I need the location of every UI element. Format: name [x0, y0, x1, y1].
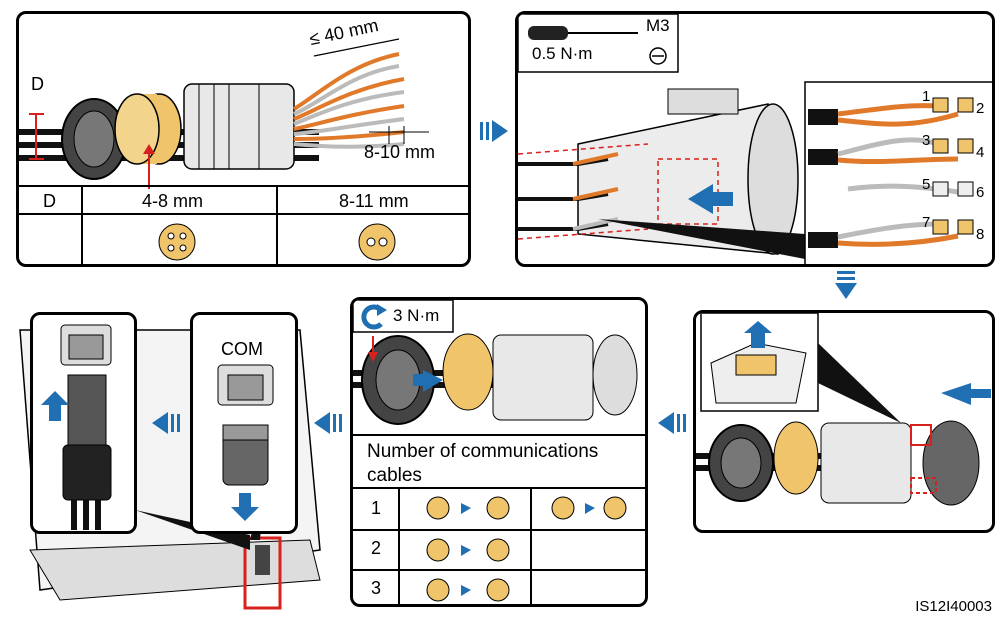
screw-torque-label: 0.5 N·m	[532, 44, 593, 63]
connector-mating-illustration	[41, 324, 112, 530]
seal-2-hole-icon	[358, 223, 396, 261]
wire-insertion-illustration	[518, 14, 992, 264]
pin-label-1: 1	[922, 88, 931, 105]
figure-id: IS12I40003	[915, 598, 992, 615]
pin-label-2: 2	[976, 100, 985, 117]
diameter-label: D	[31, 74, 44, 94]
step-arrow-left-icon-1	[656, 410, 686, 441]
table-col-8-11: 8-11 mm	[339, 191, 409, 211]
panel-com-port: COM	[190, 312, 298, 534]
pin-label-6: 6	[976, 184, 985, 201]
panel-tighten-cap: 3 N·m Number of communications cables 1 …	[350, 297, 648, 607]
seal-4-hole-icon	[158, 223, 196, 261]
step-arrow-right-icon	[480, 118, 510, 149]
row-label-1: 1	[371, 498, 382, 518]
screwdriver-size-label: M3	[646, 16, 670, 35]
panel-assemble-housing	[693, 310, 995, 533]
com-connector-illustration	[217, 364, 274, 521]
pin-label-4: 4	[976, 144, 985, 161]
row-label-2: 2	[371, 538, 382, 558]
seal-row-2-icons	[426, 538, 510, 562]
pin-label-5: 5	[922, 176, 931, 193]
housing-assembly-illustration	[696, 313, 991, 506]
cap-torque-label: 3 N·m	[393, 306, 440, 325]
cable-count-title: Number of communications cables	[367, 441, 599, 486]
torque-rotate-icon	[361, 304, 387, 330]
pin-label-3: 3	[922, 132, 931, 149]
panel-strip-cable: D ≤ 40 mm 8-10 mm D 4-8 mm 8-11 mm	[16, 11, 471, 267]
pin-label-7: 7	[922, 214, 931, 231]
panel-crimp-wires: M3 0.5 N·m 1 2 3 4 5 6 7 8	[515, 11, 995, 267]
row-label-3: 3	[371, 578, 382, 598]
cable-strip-illustration	[19, 38, 468, 264]
step-arrow-left-icon-2	[312, 410, 342, 441]
com-port-label: COM	[221, 339, 263, 359]
tighten-illustration	[353, 300, 645, 604]
table-col-4-8: 4-8 mm	[142, 191, 204, 211]
pin-label-8: 8	[976, 226, 985, 243]
wire-strip-label: 8-10 mm	[364, 142, 436, 162]
table-header-d: D	[43, 191, 56, 211]
panel-connect-connector	[30, 312, 137, 534]
seal-row-3-icons	[426, 578, 510, 602]
seal-row-1-icons	[426, 496, 627, 520]
step-arrow-left-icon-3	[150, 410, 180, 441]
step-arrow-down-icon	[833, 271, 859, 306]
